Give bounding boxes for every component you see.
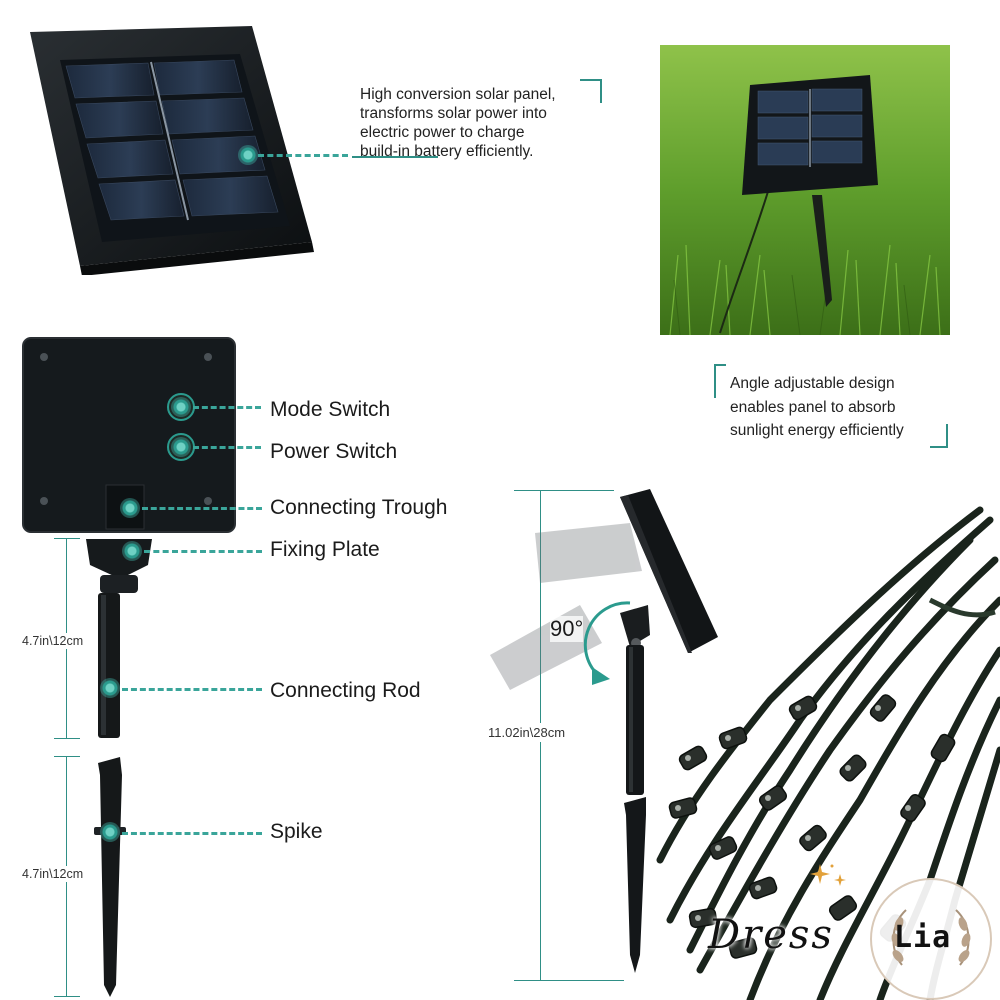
mode-switch-leader bbox=[193, 406, 261, 409]
angle-callout-bracket-left bbox=[714, 364, 726, 398]
laurel-icon bbox=[891, 909, 971, 966]
brand-seal-text: Lia bbox=[894, 920, 952, 955]
connecting-trough-label: Connecting Trough bbox=[270, 496, 448, 519]
spike-dot bbox=[100, 822, 120, 842]
panel-callout-leader bbox=[258, 154, 348, 157]
spike-label: Spike bbox=[270, 820, 323, 843]
panel-callout-bracket-top bbox=[580, 79, 602, 103]
height-dimension-label: 11.02in\28cm bbox=[488, 723, 566, 742]
rod-dimension-cap-bottom bbox=[54, 738, 80, 739]
power-switch-label: Power Switch bbox=[270, 440, 398, 463]
brand-watermark-left: Dress bbox=[708, 912, 834, 958]
grass-photo bbox=[660, 45, 950, 335]
mode-switch-label: Mode Switch bbox=[270, 398, 391, 421]
fixing-plate-label: Fixing Plate bbox=[270, 538, 380, 561]
connecting-rod-label: Connecting Rod bbox=[270, 679, 421, 702]
callout-line: High conversion solar panel, bbox=[360, 86, 556, 103]
mode-switch-dot bbox=[171, 397, 191, 417]
angle-callout-text: Angle adjustable design enables panel to… bbox=[730, 372, 960, 443]
callout-line: build-in battery efficiently. bbox=[360, 143, 534, 160]
connecting-rod-dot bbox=[100, 678, 120, 698]
callout-line: Angle adjustable design bbox=[730, 375, 895, 392]
assembled-stake-image bbox=[490, 489, 718, 973]
sparkle-icon bbox=[810, 864, 846, 886]
rod-dimension-label: 4.7in\12cm bbox=[22, 633, 84, 649]
connecting-trough-leader bbox=[142, 507, 262, 510]
callout-line: transforms solar power into bbox=[360, 105, 547, 122]
rotation-angle-label: 90° bbox=[550, 616, 584, 642]
solar-panel-callout-text: High conversion solar panel, transforms … bbox=[360, 85, 600, 161]
solar-panel-front-image bbox=[30, 26, 314, 275]
fixing-plate-dot bbox=[122, 541, 142, 561]
callout-line: electric power to charge bbox=[360, 124, 525, 141]
angle-callout-bracket-right bbox=[930, 424, 948, 448]
spike-dimension-label: 4.7in\12cm bbox=[22, 866, 84, 882]
connecting-rod-leader bbox=[122, 688, 262, 691]
spike-dimension-cap-top bbox=[54, 756, 80, 757]
callout-line: sunlight energy efficiently bbox=[730, 422, 904, 439]
connecting-trough-dot bbox=[120, 498, 140, 518]
power-switch-dot bbox=[171, 437, 191, 457]
fixing-plate-leader bbox=[144, 550, 262, 553]
stake-image bbox=[86, 539, 152, 997]
spike-dimension-cap-bottom bbox=[54, 996, 80, 997]
callout-line: enables panel to absorb bbox=[730, 398, 896, 416]
rod-dimension-cap-top bbox=[54, 538, 80, 539]
panel-callout-bracket-bottom bbox=[352, 156, 438, 158]
panel-indicator-dot bbox=[238, 145, 258, 165]
power-switch-leader bbox=[193, 446, 261, 449]
brand-seal: Lia bbox=[870, 878, 992, 1000]
spike-leader bbox=[122, 832, 262, 835]
height-dimension-cap-bottom bbox=[514, 980, 624, 981]
height-dimension-cap-top bbox=[514, 490, 614, 491]
